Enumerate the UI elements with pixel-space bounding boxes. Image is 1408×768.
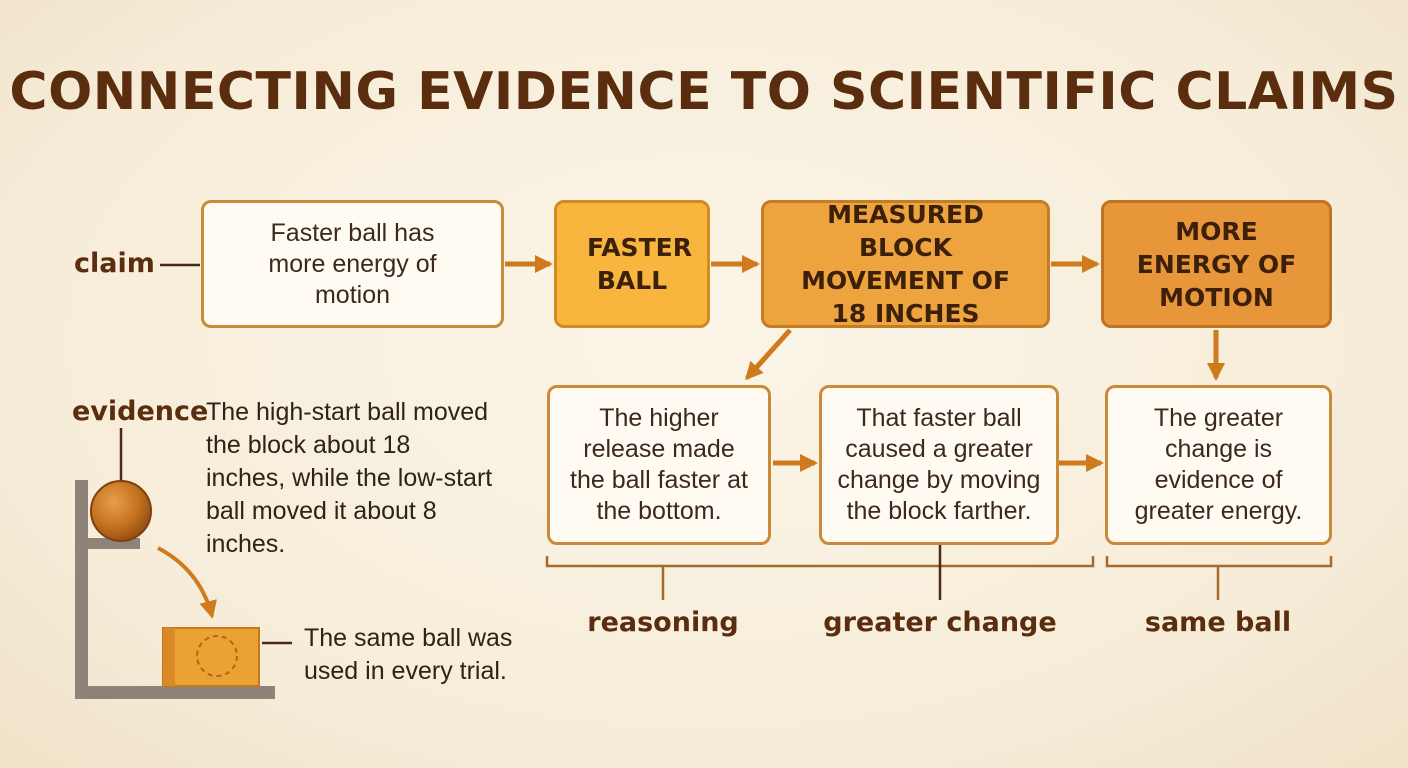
claim-box-text: Faster ball has more energy of motion <box>268 218 437 309</box>
caption-greater-change: greater change <box>823 607 1057 638</box>
chain-box-measured-movement-text: MEASURED BLOCK MOVEMENT OF 18 INCHES <box>801 200 1010 328</box>
bracket-same-ball <box>1105 556 1333 600</box>
same-ball-note: The same ball was used in every trial. <box>304 624 513 685</box>
claim-label: claim <box>74 248 155 279</box>
chain-box-more-energy-text: MORE ENERGY OF MOTION <box>1136 216 1297 312</box>
arrow-measured-to-reasoning <box>744 328 792 381</box>
reasoning-box-greater-change-text: That faster ball caused a greater change… <box>837 404 1041 525</box>
evidence-label: evidence <box>72 396 209 427</box>
chain-box-faster-ball-text: FASTER BALL <box>587 233 692 295</box>
chain-box-measured-movement: MEASURED BLOCK MOVEMENT OF 18 INCHES <box>761 200 1050 328</box>
reasoning-box-higher-release: The higher release made the ball faster … <box>547 385 771 545</box>
block-icon <box>162 627 260 687</box>
reasoning-box-greater-energy: The greater change is evidence of greate… <box>1105 385 1332 545</box>
reasoning-box-greater-energy-text: The greater change is evidence of greate… <box>1134 404 1303 525</box>
reasoning-box-greater-change: That faster ball caused a greater change… <box>819 385 1059 545</box>
evidence-text: The high-start ball moved the block abou… <box>206 398 493 558</box>
chain-box-more-energy: MORE ENERGY OF MOTION <box>1101 200 1332 328</box>
claim-box: Faster ball has more energy of motion <box>201 200 504 328</box>
chain-box-faster-ball: FASTER BALL <box>554 200 710 328</box>
caption-reasoning: reasoning <box>587 607 739 638</box>
ball-icon <box>90 480 152 542</box>
caption-same-ball: same ball <box>1144 607 1292 638</box>
drop-path-arrow <box>157 546 217 619</box>
page-title: CONNECTING EVIDENCE TO SCIENTIFIC CLAIMS <box>9 62 1399 122</box>
bracket-reasoning <box>545 556 1095 600</box>
reasoning-box-higher-release-text: The higher release made the ball faster … <box>570 404 748 525</box>
ramp-stand-illustration <box>75 480 275 699</box>
